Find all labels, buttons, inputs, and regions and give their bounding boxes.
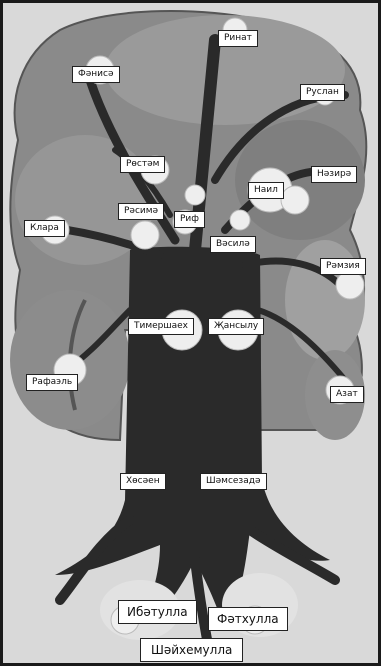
- flower: [131, 221, 159, 249]
- label-timershaeh: Тимершаех: [128, 318, 194, 335]
- label-rinat: Ринат: [218, 30, 258, 47]
- flower: [185, 185, 205, 205]
- flower: [230, 210, 250, 230]
- label-khosaen: Хөсәен: [120, 473, 166, 490]
- label-klara: Клара: [24, 220, 65, 237]
- flower: [336, 271, 364, 299]
- label-ruslan: Руслан: [300, 84, 345, 101]
- label-fatkhulla: Фәтхулла: [208, 607, 288, 631]
- label-nail: Наил: [248, 182, 284, 199]
- label-rif: Риф: [174, 211, 205, 228]
- label-shaykhemulla: Шәйхемулла: [140, 638, 243, 662]
- label-rafael: Рафаэль: [26, 374, 78, 391]
- label-ramzia: Рәмзия: [320, 258, 366, 275]
- label-vasile: Вәсилә: [210, 236, 256, 253]
- label-nazira: Нәзирә: [311, 166, 357, 183]
- label-rostam: Рөстәм: [120, 156, 165, 173]
- label-fanise: Фәнисә: [72, 66, 120, 83]
- label-ibatulla: Ибәтулла: [118, 600, 197, 624]
- label-shamsezada: Шәмсезадә: [200, 473, 267, 490]
- flower: [281, 186, 309, 214]
- label-zhansylu: Җансылу: [208, 318, 264, 335]
- label-azat: Азат: [330, 386, 364, 403]
- label-rasime: Рәсимә: [118, 203, 164, 220]
